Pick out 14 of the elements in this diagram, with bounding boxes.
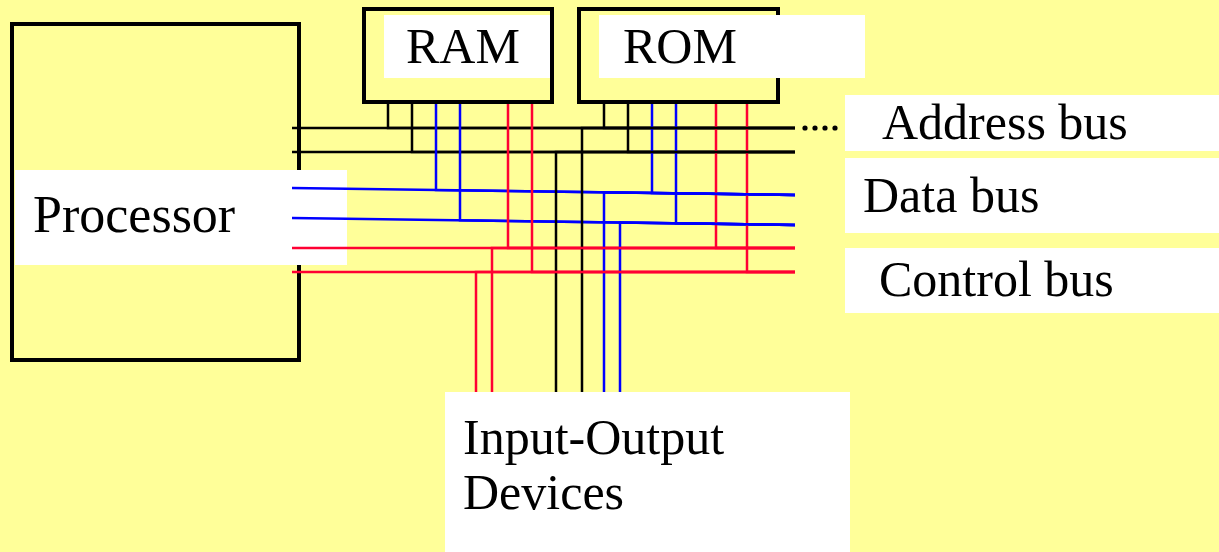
box-label: ROM bbox=[599, 15, 865, 78]
bus-line bbox=[580, 126, 795, 392]
box-label: RAM bbox=[384, 15, 550, 78]
bus-label: Address bus bbox=[845, 95, 1219, 151]
bus-line bbox=[618, 221, 795, 392]
bus-label: Data bus bbox=[845, 158, 1219, 233]
memory-box bbox=[362, 7, 554, 104]
bus-line bbox=[602, 191, 795, 392]
device-box: Input-Output Devices bbox=[445, 392, 850, 552]
bus-label: Control bus bbox=[845, 248, 1219, 313]
bus-line bbox=[554, 150, 795, 392]
box-label: Processor bbox=[15, 170, 347, 265]
bus-line bbox=[474, 270, 795, 392]
bus-line bbox=[490, 246, 795, 392]
